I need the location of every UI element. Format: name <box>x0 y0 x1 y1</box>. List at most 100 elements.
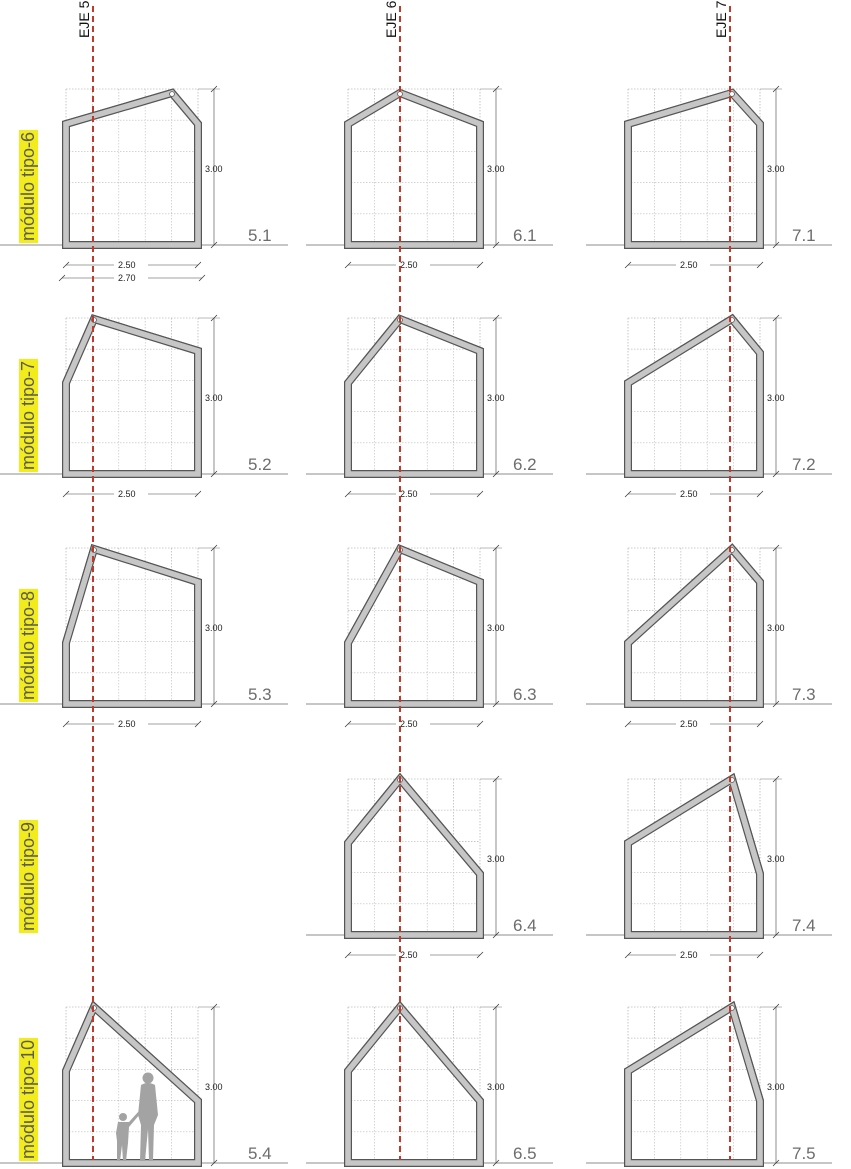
row-label-highlight <box>19 588 38 702</box>
dimension-tick <box>476 490 484 498</box>
dimension-tick <box>772 700 780 708</box>
height-dimension-text: 3.00 <box>487 623 505 633</box>
width-dimension-text: 2.50 <box>680 719 698 729</box>
row-label-text: módulo tipo-7 <box>18 361 38 470</box>
dimension-tick <box>492 775 500 783</box>
row-label: módulo tipo-9 <box>18 819 38 933</box>
module-code: 6.2 <box>513 455 537 474</box>
frame-fill <box>345 315 483 477</box>
dimension-tick <box>194 490 202 498</box>
row-label: módulo tipo-7 <box>18 358 38 472</box>
dimension-text-bg <box>396 488 430 499</box>
height-dimension-text: 3.00 <box>205 393 223 403</box>
module-code: 5.4 <box>248 1144 272 1163</box>
axis-label: EJE 7 <box>713 0 729 38</box>
axis-eje-5: EJE 5 <box>76 0 94 1160</box>
axis-label: EJE 5 <box>76 0 92 38</box>
dimension-tick <box>344 720 352 728</box>
module-section: 3.002.507.4 <box>586 772 832 960</box>
frame-fill <box>625 315 763 477</box>
frame-interior <box>348 779 480 935</box>
dimension-tick <box>62 720 70 728</box>
frame-fill <box>625 544 763 707</box>
height-dimension-text: 3.00 <box>767 393 785 403</box>
module-section: 3.002.506.1 <box>306 85 553 270</box>
dimension-tick <box>624 490 632 498</box>
width-dimension-text: 2.50 <box>400 719 418 729</box>
adult-body <box>138 1083 158 1161</box>
dimension-tick <box>772 544 780 552</box>
width-dimension-text: 2.50 <box>118 489 136 499</box>
dimension-tick <box>756 490 764 498</box>
module-section: 3.002.505.3 <box>0 543 288 729</box>
person-scale-silhouette <box>116 1072 158 1161</box>
width-dimension-text: 2.50 <box>680 260 698 270</box>
height-dimension-text: 3.00 <box>205 164 223 174</box>
dimension-tick <box>492 931 500 939</box>
module-section: 3.002.507.1 <box>586 85 832 270</box>
frame-interior <box>628 93 760 245</box>
dimension-tick <box>772 314 780 322</box>
row-label-text: módulo tipo-6 <box>18 132 38 241</box>
height-dimension-text: 3.00 <box>767 1082 785 1092</box>
width-dimension-text: 2.50 <box>118 260 136 270</box>
frame-fill <box>345 545 483 707</box>
module-code: 6.1 <box>513 226 537 245</box>
dimension-tick <box>210 1003 218 1011</box>
dimension-tick <box>772 1003 780 1011</box>
frame-fill <box>63 315 201 477</box>
ridge-node <box>169 91 175 97</box>
frame-interior <box>66 319 198 474</box>
dimension-tick <box>756 720 764 728</box>
module-section: 3.002.505.2 <box>0 314 288 499</box>
row-label-text: módulo tipo-10 <box>18 1040 38 1159</box>
dimension-text-bg <box>114 259 148 270</box>
dimension-tick <box>492 1003 500 1011</box>
frame-interior <box>66 93 198 245</box>
frame-fill <box>345 774 483 938</box>
dimension-text-bg <box>676 488 710 499</box>
dimension-tick <box>344 490 352 498</box>
dimension-tick <box>756 951 764 959</box>
module-section: 3.002.506.4 <box>306 772 553 960</box>
frame-interior <box>628 319 760 474</box>
width-dimension-text: 2.50 <box>118 719 136 729</box>
dimension-text-bg <box>114 488 148 499</box>
dimension-tick <box>210 470 218 478</box>
dimension-text-bg <box>114 718 148 729</box>
frame-interior <box>348 93 480 245</box>
row-label-highlight <box>19 1037 38 1161</box>
frame-fill <box>625 774 763 938</box>
dimension-tick <box>624 720 632 728</box>
dimension-tick <box>210 700 218 708</box>
module-code: 6.3 <box>513 685 537 704</box>
ridge-node <box>729 91 735 97</box>
dimension-tick <box>194 261 202 269</box>
dimension-tick <box>344 951 352 959</box>
frame-interior <box>348 319 480 474</box>
row-label-highlight <box>19 129 38 243</box>
dimension-tick <box>492 544 500 552</box>
frame-fill <box>345 89 483 248</box>
frame-fill <box>625 89 763 248</box>
module-code: 7.4 <box>792 916 816 935</box>
dimension-text-bg <box>676 259 710 270</box>
dimension-tick <box>772 241 780 249</box>
module-section: 3.006.5 <box>306 1000 553 1167</box>
dimension-tick <box>344 261 352 269</box>
dimension-tick <box>772 931 780 939</box>
dimension-tick <box>492 241 500 249</box>
dimension-tick <box>624 951 632 959</box>
row-label-highlight <box>19 358 38 472</box>
dimension-text-bg <box>114 272 148 283</box>
modules-layer: 3.002.502.705.13.002.506.13.002.507.13.0… <box>0 85 832 1167</box>
dimension-tick <box>492 700 500 708</box>
module-code: 7.1 <box>792 226 816 245</box>
height-dimension-text: 3.00 <box>487 1082 505 1092</box>
frame-interior <box>66 1007 198 1163</box>
dimension-tick <box>58 274 66 282</box>
dimension-tick <box>210 1159 218 1167</box>
dimension-tick <box>194 720 202 728</box>
